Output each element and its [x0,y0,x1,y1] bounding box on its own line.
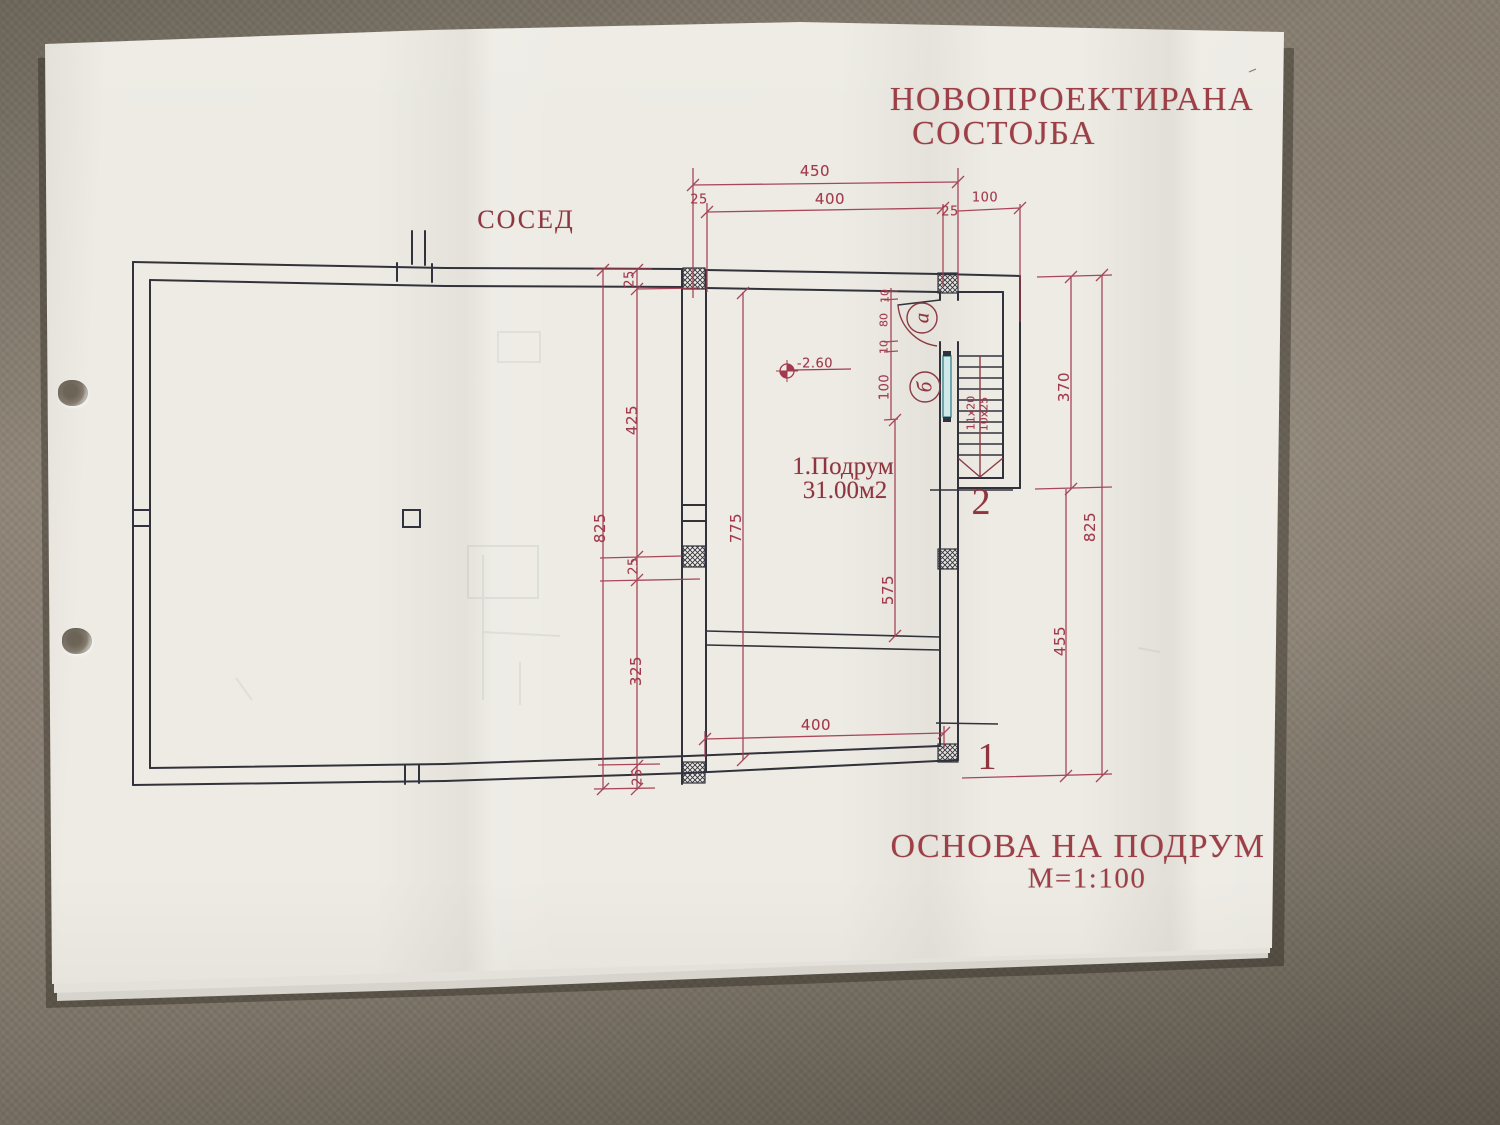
dim-left-325: 325 [627,655,645,687]
level-marker [776,360,852,382]
dim-top-400: 400 [814,190,846,208]
dim-left-25-top: 25 [622,270,638,288]
axis-2-label: 2 [971,481,991,523]
dim-left-25-mid: 25 [626,557,642,575]
door-swing-arc [897,302,941,403]
dim-top-450: 450 [799,162,831,180]
title-project-status-line2: СОСТОЈБА [911,115,1097,152]
door-mark-b-label: б [912,381,937,393]
dim-top-25-right: 25 [941,204,959,220]
punch-hole-top [58,380,88,406]
stair-risers-label: 11x20 [964,395,978,431]
dim-right-370: 370 [1055,371,1073,403]
dim-door-10-bottom: 10 [877,340,891,354]
dim-right-455: 455 [1051,625,1069,657]
title-plan-name: ОСНОВА НА ПОДРУМ [890,828,1266,865]
stair-treads-label: 10x25 [977,396,991,432]
room-name-label: 1.Подрум [792,453,894,480]
hatched-columns [682,267,959,784]
dim-top-25-left: 25 [690,192,708,208]
dim-right-825: 825 [1081,511,1099,543]
title-plan-scale: М=1:100 [1027,862,1147,895]
stair-window [942,351,952,422]
dim-door-100: 100 [877,373,893,401]
dim-door-80: 80 [877,313,891,327]
dim-top-100: 100 [971,190,999,206]
axis-lines [930,68,1257,725]
dimension-lines [593,168,1113,796]
dim-center-775: 775 [727,512,745,544]
dim-door-10-top: 10 [878,289,892,303]
punch-hole-bottom [62,628,92,654]
stair-direction-arrow [957,356,1004,478]
dim-left-425: 425 [623,404,641,436]
dim-left-825: 825 [591,512,609,544]
dim-center-575: 575 [879,574,897,606]
room-area-label: 31.00м2 [802,477,888,504]
dim-left-25-bottom: 25 [630,768,646,786]
level-mark-label: -2.60 [796,356,834,372]
neighbor-label: СОСЕД [477,205,575,234]
axis-1-label: 1 [977,736,997,778]
door-mark-a-label: а [909,312,934,324]
bleed-through-ghosts [235,331,1161,705]
title-project-status-line1: НОВОПРОЕКТИРАНА [889,81,1255,118]
dim-bottom-400: 400 [800,716,832,734]
